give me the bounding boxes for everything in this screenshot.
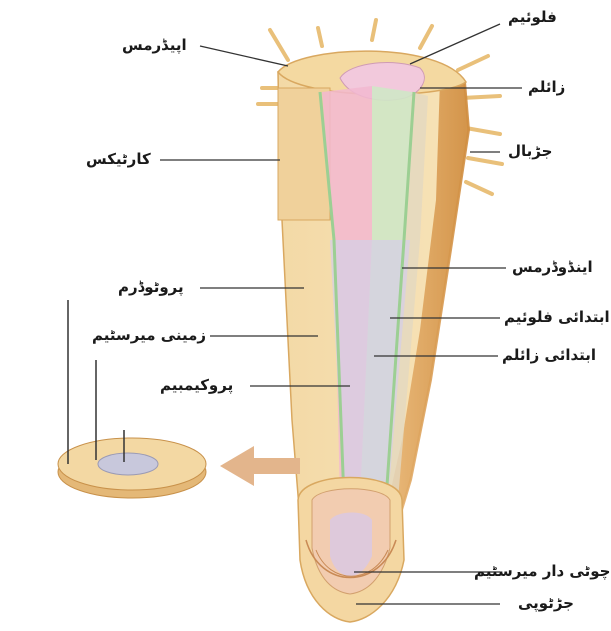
label-root-cap: جڑٹوپی [518, 596, 574, 611]
label-phloem: فلوئیم [508, 10, 557, 25]
section-arrow-icon [220, 446, 300, 486]
label-cortex: کارٹیکس [86, 152, 151, 167]
label-endodermis: اینڈوڈرمس [512, 260, 593, 275]
label-ground-meristem: زمینی میرسٹیم [92, 328, 206, 343]
label-procambium: پروکیمبیم [160, 378, 233, 393]
label-xylem: زائلم [528, 80, 565, 95]
label-apical-meristem: چوٹی دار میرسٹیم [474, 564, 610, 579]
apical-meristem-zone [330, 513, 372, 577]
label-epidermis: اپیڈرمس [122, 38, 187, 53]
label-primary-xylem: ابتدائی زائلم [502, 348, 596, 363]
label-primary-phloem: ابتدائی فلوئیم [504, 310, 610, 325]
label-protoderm: پروٹوڈرم [118, 280, 184, 295]
label-root-hair: جڑبال [508, 144, 552, 159]
